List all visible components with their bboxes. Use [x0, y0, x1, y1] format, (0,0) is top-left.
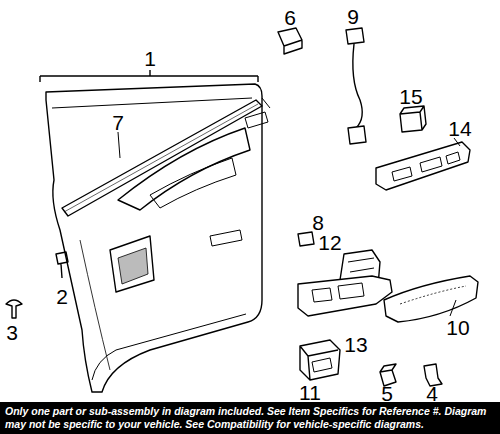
callout-number: 12 — [318, 232, 341, 253]
notice-band: Only one part or sub-assembly in diagram… — [0, 402, 500, 434]
callout-number: 9 — [347, 6, 359, 27]
map-pocket — [110, 236, 154, 292]
switch-knob — [312, 358, 332, 372]
armrest-pad — [384, 276, 478, 322]
callout-number: 5 — [381, 383, 393, 404]
cap — [278, 28, 302, 54]
leader-line — [40, 70, 258, 76]
door-pocket — [150, 158, 236, 208]
switch-opening — [392, 152, 460, 181]
panel-edge — [52, 98, 252, 380]
speaker-grille — [118, 248, 148, 284]
callout-number: 1 — [144, 48, 156, 69]
callout-number: 3 — [6, 322, 18, 343]
armrest-stitch — [400, 286, 466, 304]
plug — [298, 232, 314, 246]
callout-number: 14 — [448, 118, 471, 139]
callout-number: 8 — [312, 212, 324, 233]
leader-line — [454, 138, 460, 146]
callout-number: 2 — [56, 286, 68, 307]
clip — [56, 252, 68, 278]
notice-text: Only one part or sub-assembly in diagram… — [5, 405, 495, 431]
callout-number: 13 — [344, 334, 367, 355]
reflector — [210, 230, 242, 246]
switch — [346, 28, 364, 44]
leader-line — [40, 76, 258, 82]
switch — [400, 106, 426, 132]
push-pin — [6, 300, 22, 318]
callout-number: 7 — [112, 112, 124, 133]
callout-number: 11 — [299, 382, 321, 403]
switch-detail — [348, 258, 374, 272]
callout-number: 15 — [399, 86, 422, 107]
belt-molding — [62, 100, 262, 216]
wire-harness — [353, 44, 362, 128]
leader-line — [450, 300, 456, 316]
leader-line — [118, 132, 120, 158]
callout-number: 4 — [426, 383, 438, 404]
connector — [348, 126, 366, 144]
door-trim-panel — [46, 84, 262, 392]
belt-molding-edge — [64, 104, 258, 212]
switch-panel — [376, 142, 470, 190]
window-switch — [300, 340, 340, 380]
callout-number: 10 — [446, 317, 469, 338]
callout-number: 6 — [284, 7, 296, 28]
switch-opening — [312, 283, 364, 302]
switch-bezel — [298, 276, 392, 316]
panel-contour — [80, 240, 110, 370]
